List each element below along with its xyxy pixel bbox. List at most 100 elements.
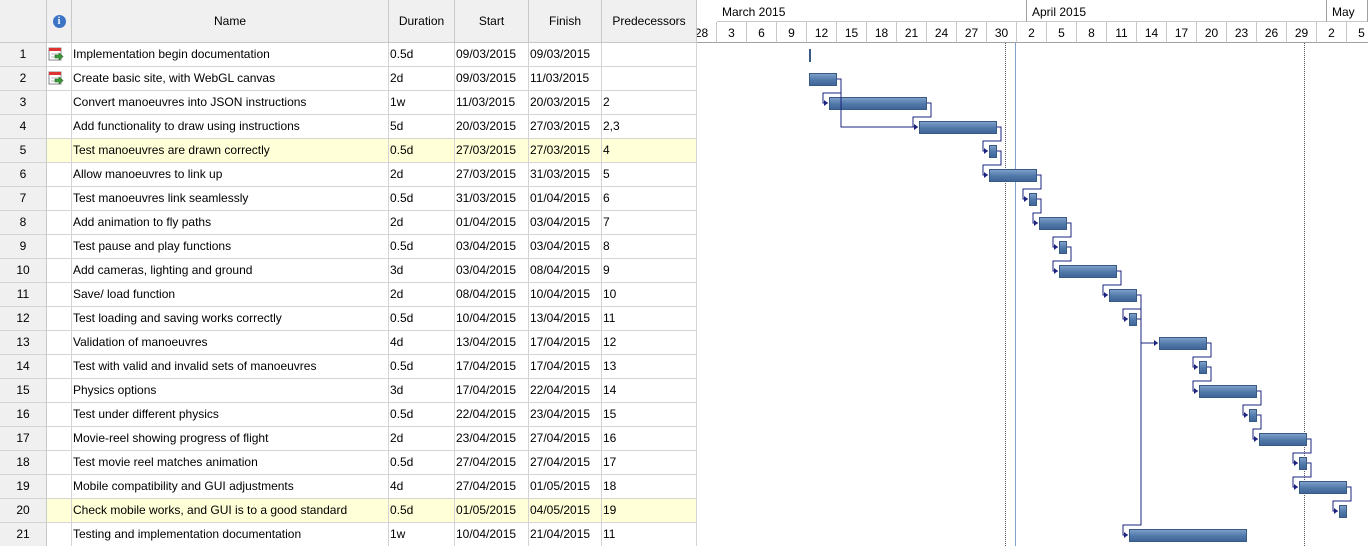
task-finish-cell[interactable]: 13/04/2015 [529, 307, 602, 331]
task-predecessors-cell[interactable]: 2 [602, 91, 697, 115]
task-predecessors-cell[interactable]: 11 [602, 307, 697, 331]
task-finish-cell[interactable]: 27/04/2015 [529, 427, 602, 451]
task-start-cell[interactable]: 01/04/2015 [455, 211, 529, 235]
task-duration-cell[interactable]: 1w [389, 523, 455, 546]
task-predecessors-cell[interactable]: 7 [602, 211, 697, 235]
row-number-header[interactable] [0, 0, 47, 43]
task-predecessors-cell[interactable]: 4 [602, 139, 697, 163]
task-bar[interactable] [1059, 241, 1067, 254]
task-bar[interactable] [1029, 193, 1037, 206]
task-name-cell[interactable]: Add cameras, lighting and ground [72, 259, 389, 283]
task-name-cell[interactable]: Movie-reel showing progress of flight [72, 427, 389, 451]
task-finish-cell[interactable]: 04/05/2015 [529, 499, 602, 523]
task-start-cell[interactable]: 23/04/2015 [455, 427, 529, 451]
task-duration-cell[interactable]: 0.5d [389, 499, 455, 523]
row-number[interactable]: 3 [0, 91, 47, 115]
task-name-cell[interactable]: Implementation begin documentation [72, 43, 389, 67]
task-start-cell[interactable]: 17/04/2015 [455, 355, 529, 379]
task-finish-cell[interactable]: 08/04/2015 [529, 259, 602, 283]
column-header-name[interactable]: Name [72, 0, 389, 43]
task-start-cell[interactable]: 10/04/2015 [455, 523, 529, 546]
task-start-cell[interactable]: 17/04/2015 [455, 379, 529, 403]
task-bar[interactable] [1339, 505, 1347, 518]
task-finish-cell[interactable]: 23/04/2015 [529, 403, 602, 427]
task-duration-cell[interactable]: 3d [389, 379, 455, 403]
task-predecessors-cell[interactable]: 6 [602, 187, 697, 211]
row-number[interactable]: 20 [0, 499, 47, 523]
column-header-finish[interactable]: Finish [529, 0, 602, 43]
task-finish-cell[interactable]: 27/03/2015 [529, 139, 602, 163]
row-number[interactable]: 21 [0, 523, 47, 546]
task-start-cell[interactable]: 27/04/2015 [455, 451, 529, 475]
info-column-header[interactable]: i [47, 0, 72, 43]
row-number[interactable]: 10 [0, 259, 47, 283]
row-number[interactable]: 13 [0, 331, 47, 355]
task-finish-cell[interactable]: 10/04/2015 [529, 283, 602, 307]
row-number[interactable]: 2 [0, 67, 47, 91]
task-bar[interactable] [989, 145, 997, 158]
task-predecessors-cell[interactable]: 10 [602, 283, 697, 307]
task-predecessors-cell[interactable]: 2,3 [602, 115, 697, 139]
row-number[interactable]: 1 [0, 43, 47, 67]
task-finish-cell[interactable]: 22/04/2015 [529, 379, 602, 403]
task-bar[interactable] [1199, 361, 1207, 374]
task-start-cell[interactable]: 22/04/2015 [455, 403, 529, 427]
task-name-cell[interactable]: Testing and implementation documentation [72, 523, 389, 546]
row-number[interactable]: 17 [0, 427, 47, 451]
task-predecessors-cell[interactable]: 14 [602, 379, 697, 403]
task-name-cell[interactable]: Physics options [72, 379, 389, 403]
task-start-cell[interactable]: 01/05/2015 [455, 499, 529, 523]
task-predecessors-cell[interactable] [602, 67, 697, 91]
task-predecessors-cell[interactable]: 15 [602, 403, 697, 427]
column-header-predecessors[interactable]: Predecessors [602, 0, 697, 43]
task-predecessors-cell[interactable]: 12 [602, 331, 697, 355]
task-start-cell[interactable]: 03/04/2015 [455, 259, 529, 283]
task-duration-cell[interactable]: 5d [389, 115, 455, 139]
row-number[interactable]: 5 [0, 139, 47, 163]
task-duration-cell[interactable]: 2d [389, 427, 455, 451]
row-number[interactable]: 7 [0, 187, 47, 211]
task-name-cell[interactable]: Test under different physics [72, 403, 389, 427]
task-start-cell[interactable]: 27/04/2015 [455, 475, 529, 499]
task-bar[interactable] [1159, 337, 1207, 350]
task-duration-cell[interactable]: 0.5d [389, 235, 455, 259]
row-number[interactable]: 12 [0, 307, 47, 331]
task-predecessors-cell[interactable]: 13 [602, 355, 697, 379]
row-number[interactable]: 8 [0, 211, 47, 235]
row-number[interactable]: 15 [0, 379, 47, 403]
task-name-cell[interactable]: Add functionality to draw using instruct… [72, 115, 389, 139]
task-name-cell[interactable]: Validation of manoeuvres [72, 331, 389, 355]
task-bar[interactable] [1039, 217, 1067, 230]
task-finish-cell[interactable]: 01/05/2015 [529, 475, 602, 499]
row-number[interactable]: 4 [0, 115, 47, 139]
task-predecessors-cell[interactable]: 17 [602, 451, 697, 475]
task-name-cell[interactable]: Check mobile works, and GUI is to a good… [72, 499, 389, 523]
task-name-cell[interactable]: Test loading and saving works correctly [72, 307, 389, 331]
task-duration-cell[interactable]: 4d [389, 331, 455, 355]
task-name-cell[interactable]: Test pause and play functions [72, 235, 389, 259]
task-bar[interactable] [829, 97, 927, 110]
table-row[interactable]: 21 Testing and implementation documentati… [0, 523, 697, 546]
row-number[interactable]: 9 [0, 235, 47, 259]
task-finish-cell[interactable]: 27/04/2015 [529, 451, 602, 475]
row-number[interactable]: 19 [0, 475, 47, 499]
row-number[interactable]: 11 [0, 283, 47, 307]
task-finish-cell[interactable]: 31/03/2015 [529, 163, 602, 187]
row-number[interactable]: 18 [0, 451, 47, 475]
table-row[interactable]: 20 Check mobile works, and GUI is to a go… [0, 499, 697, 523]
table-row[interactable]: 12 Test loading and saving works correctl… [0, 307, 697, 331]
task-bar[interactable] [1129, 313, 1137, 326]
task-name-cell[interactable]: Test movie reel matches animation [72, 451, 389, 475]
task-start-cell[interactable]: 09/03/2015 [455, 67, 529, 91]
task-predecessors-cell[interactable] [602, 43, 697, 67]
